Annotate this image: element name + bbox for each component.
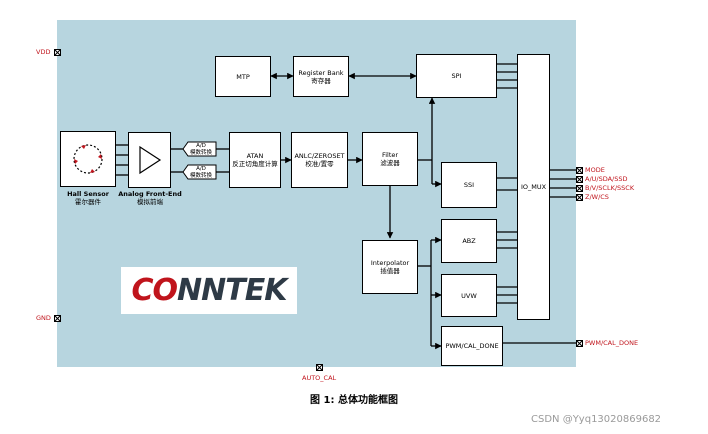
a-u-sda-ssd-label: A/U/SDA/SSD bbox=[585, 175, 628, 183]
ad2-sublabel: 模数转换 bbox=[189, 172, 212, 179]
interpolator-sublabel: 插值器 bbox=[380, 267, 400, 275]
ad1-shape bbox=[182, 141, 217, 157]
abz-block: ABZ bbox=[441, 219, 497, 263]
pwm-block: PWM/CAL_DONE bbox=[441, 326, 503, 366]
hall-sensor-block bbox=[60, 131, 116, 187]
hall-sensor-label: Hall Sensor bbox=[67, 190, 109, 198]
atan-label: ATAN bbox=[246, 152, 264, 160]
filter-sublabel: 滤波器 bbox=[380, 159, 400, 167]
anlc-label: ANLC/ZEROSET bbox=[294, 152, 345, 160]
analog-front-end-block bbox=[128, 132, 171, 188]
a-u-sda-ssd-pin bbox=[576, 176, 583, 183]
atan-block: ATAN 反正切角度计算 bbox=[229, 132, 281, 188]
register-bank-sublabel: 寄存器 bbox=[311, 76, 331, 85]
vdd-pin bbox=[54, 49, 61, 56]
ad1-sublabel: 模数转换 bbox=[189, 149, 212, 156]
z-w-cs-pin bbox=[576, 194, 583, 201]
abz-label: ABZ bbox=[462, 237, 476, 245]
ad2-label: A/D bbox=[196, 166, 206, 172]
auto-cal-label: AUTO_CAL bbox=[302, 374, 337, 382]
ad1-block: A/D 模数转换 bbox=[186, 143, 216, 156]
anlc-sublabel: 校准/置零 bbox=[305, 160, 334, 168]
mode-pin bbox=[576, 167, 583, 174]
ad1-label: A/D bbox=[196, 143, 206, 149]
logo-part2: NNTEK bbox=[177, 273, 287, 308]
z-w-cs-label: Z/W/CS bbox=[585, 193, 609, 201]
pwm-cal-done-label: PWM/CAL_DONE bbox=[585, 339, 639, 347]
b-v-sclk-ssck-pin bbox=[576, 185, 583, 192]
interpolator-block: Interpolator 插值器 bbox=[362, 240, 418, 294]
filter-label: Filter bbox=[381, 151, 399, 159]
filter-block: Filter 滤波器 bbox=[362, 132, 418, 186]
anlc-block: ANLC/ZEROSET 校准/置零 bbox=[291, 132, 348, 188]
register-bank-label: Register Bank bbox=[298, 68, 344, 77]
spi-block: SPI bbox=[416, 54, 497, 98]
atan-sublabel: 反正切角度计算 bbox=[232, 160, 278, 168]
gnd-pin bbox=[54, 315, 61, 322]
gnd-label: GND bbox=[36, 314, 51, 322]
mtp-block: MTP bbox=[215, 56, 271, 97]
spi-label: SPI bbox=[451, 72, 462, 80]
interpolator-label: Interpolator bbox=[370, 259, 410, 267]
ssi-block: SSI bbox=[441, 162, 497, 208]
io-mux-label: IO_MUX bbox=[520, 183, 547, 191]
io-mux-block: IO_MUX bbox=[517, 54, 550, 320]
register-bank-block: Register Bank 寄存器 bbox=[293, 56, 349, 97]
analog-front-end-sublabel: 模拟前端 bbox=[137, 198, 163, 206]
mtp-label: MTP bbox=[236, 72, 250, 81]
pwm-cal-done-pin bbox=[576, 340, 583, 347]
auto-cal-pin bbox=[316, 364, 323, 371]
vdd-label: VDD bbox=[36, 48, 51, 56]
ad2-block: A/D 模数转换 bbox=[186, 166, 216, 179]
pwm-label: PWM/CAL_DONE bbox=[445, 342, 499, 350]
hall-sensor-sublabel: 霍尔器件 bbox=[75, 198, 101, 206]
ad2-shape bbox=[182, 164, 217, 180]
figure-caption: 图 1: 总体功能框图 bbox=[310, 395, 398, 406]
watermark: CSDN @Yyq13020869682 bbox=[531, 414, 662, 425]
uvw-label: UVW bbox=[461, 291, 477, 300]
analog-front-end-label: Analog Front-End bbox=[118, 190, 182, 198]
ssi-label: SSI bbox=[463, 181, 475, 189]
logo-part1: CO bbox=[131, 273, 179, 308]
mode-label: MODE bbox=[585, 166, 605, 174]
b-v-sclk-ssck-label: B/V/SCLK/SSCK bbox=[585, 184, 635, 192]
amplifier-icon bbox=[138, 145, 161, 175]
hall-sensor-icon bbox=[73, 144, 103, 174]
uvw-block: UVW bbox=[441, 274, 497, 317]
